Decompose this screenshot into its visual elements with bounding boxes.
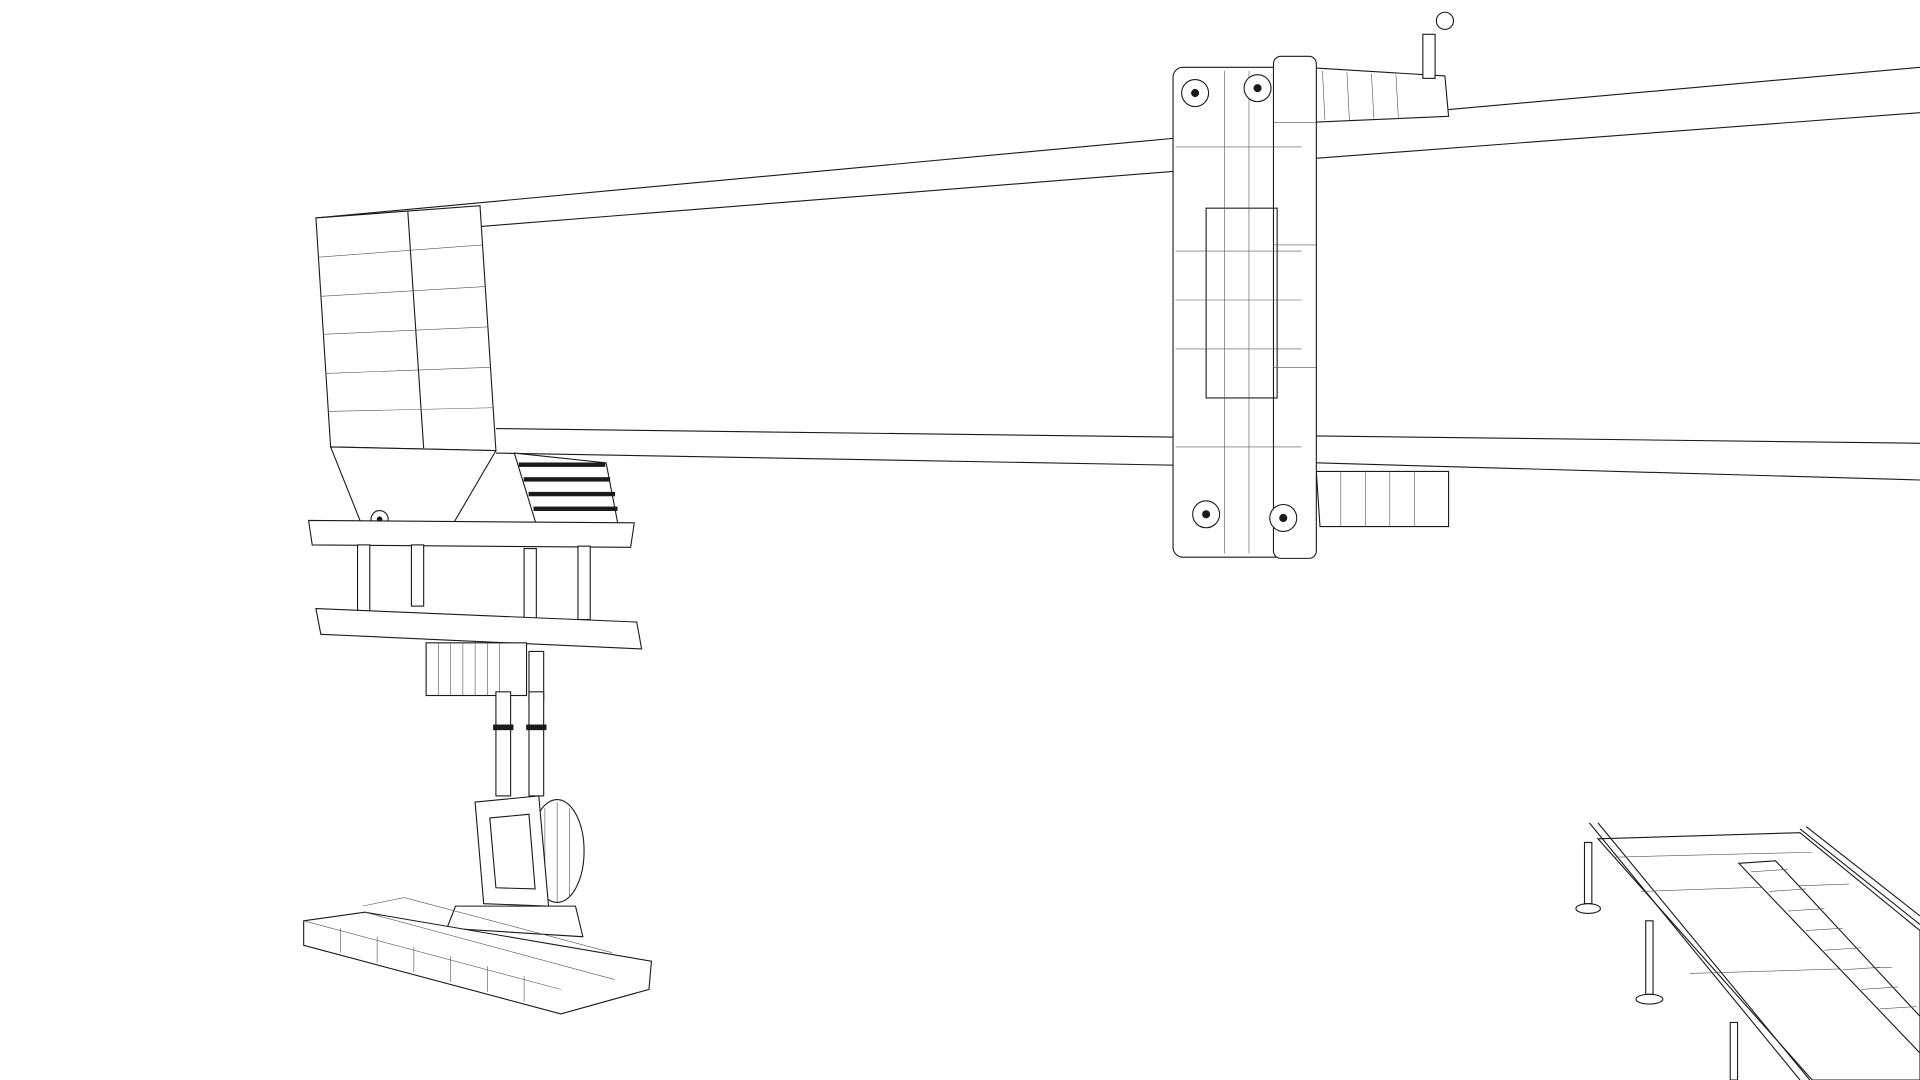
horizontal-beam <box>315 66 1920 481</box>
beam-end-block <box>315 205 620 546</box>
beam-bracket <box>1172 11 1455 559</box>
bolt-icon <box>1181 74 1298 532</box>
linear-rail <box>1575 822 1920 1080</box>
gripper-assembly <box>307 519 643 938</box>
leveling-foot-icon <box>1575 841 1739 1080</box>
brick-stack <box>303 897 653 1015</box>
